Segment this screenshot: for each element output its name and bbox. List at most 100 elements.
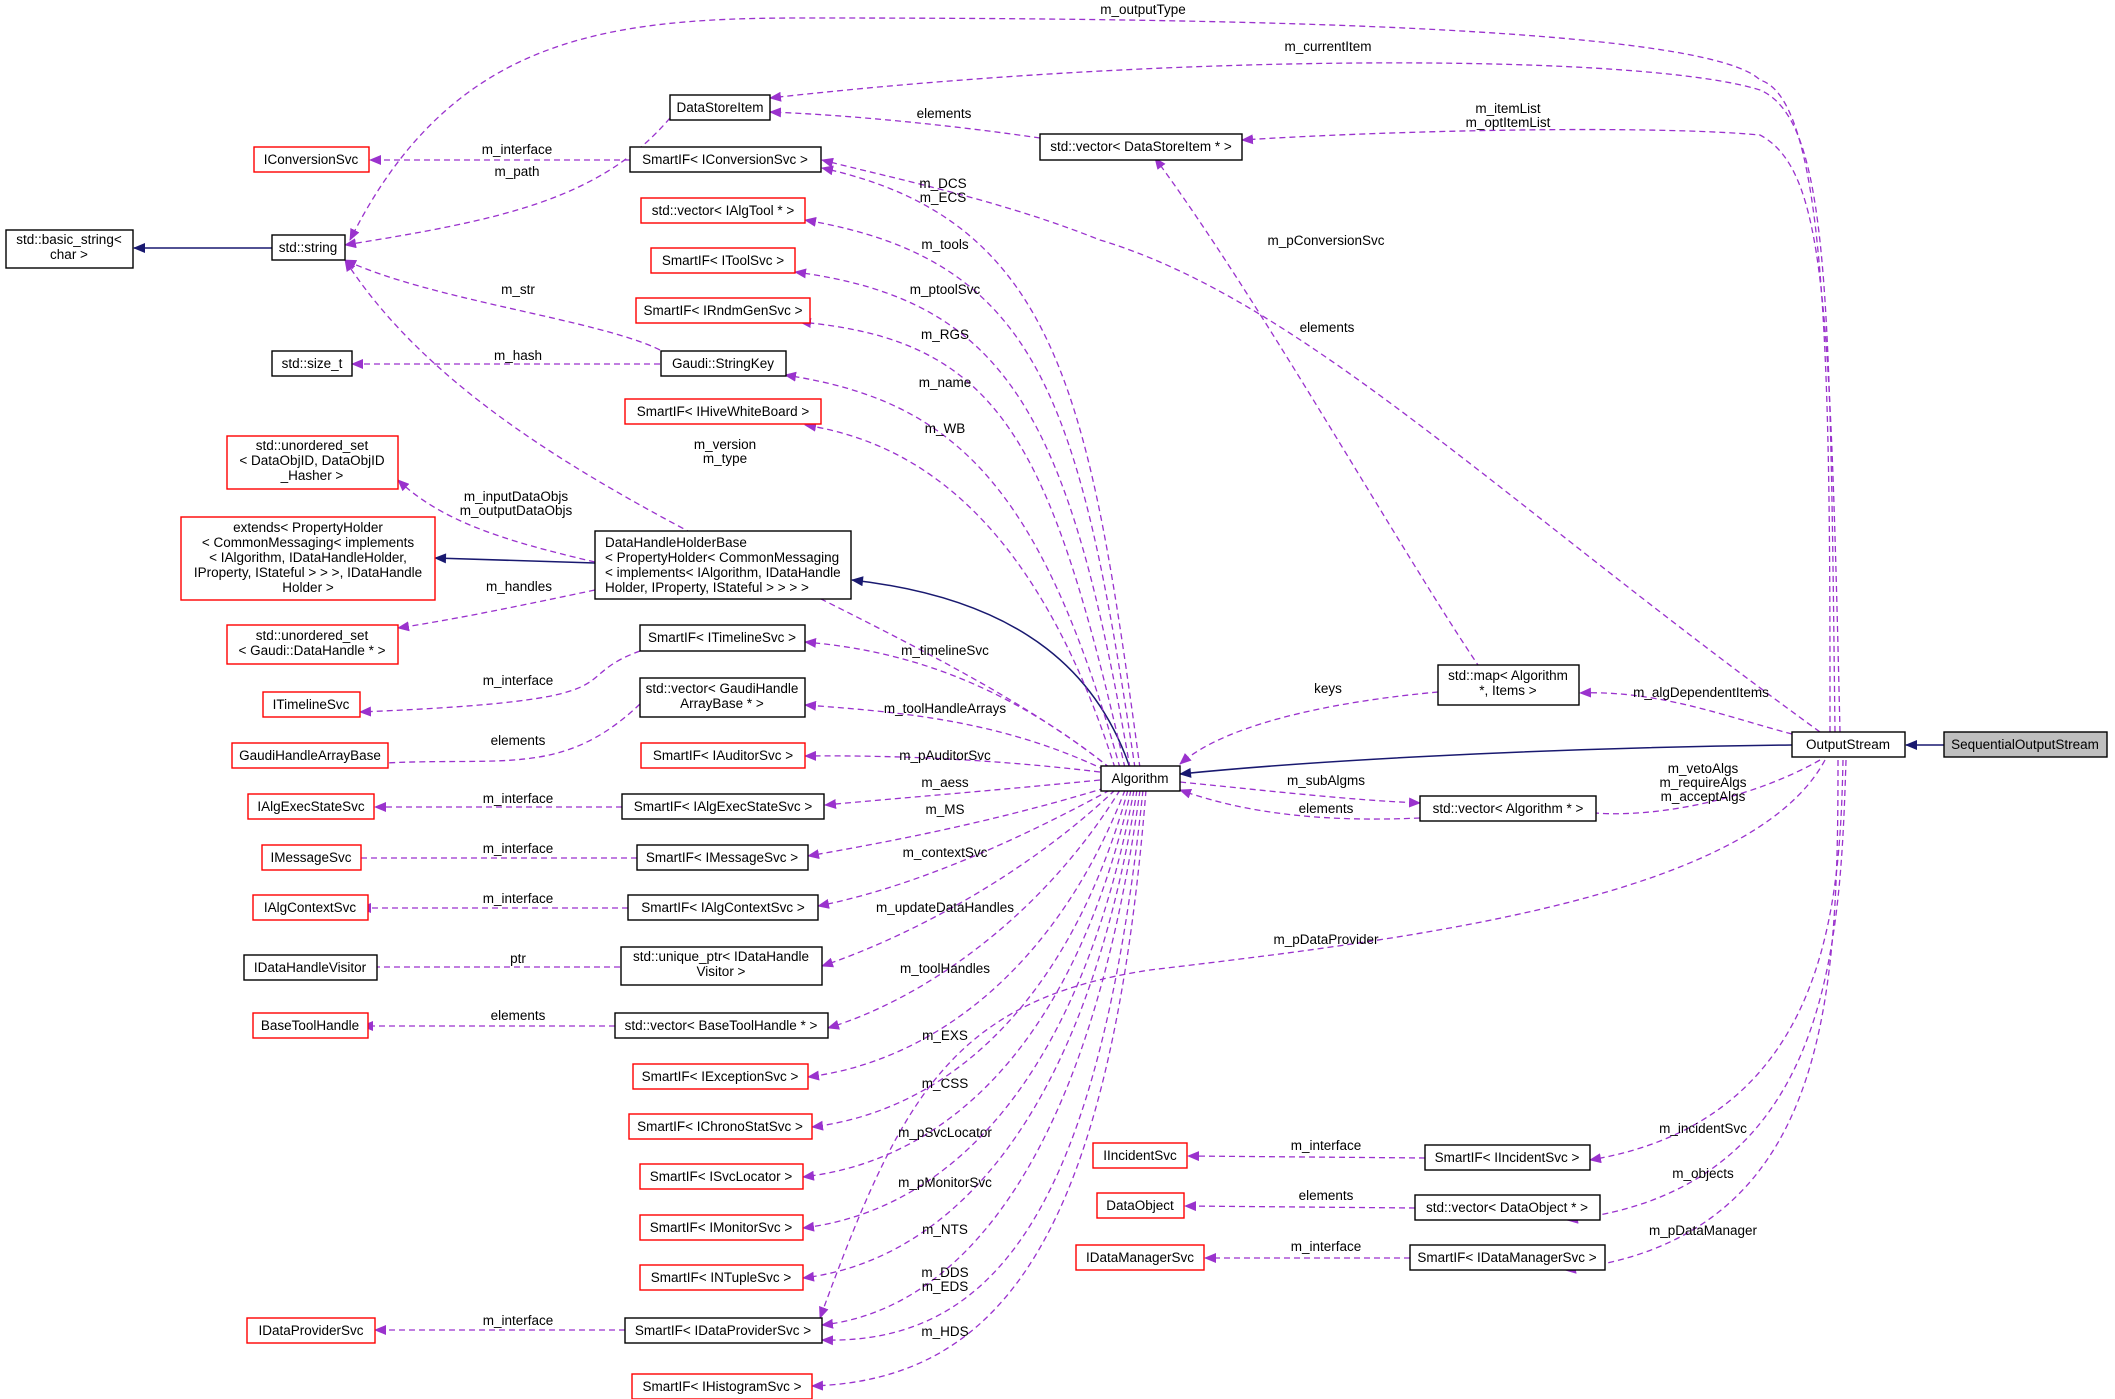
- node-vector-base-tool-handle[interactable]: std::vector< BaseToolHandle * >: [614, 1012, 829, 1039]
- node-smartif-idata-manager-svc[interactable]: SmartIF< IDataManagerSvc >: [1409, 1244, 1606, 1271]
- edge-label: m_outputType: [1100, 2, 1186, 17]
- edge-alg-simsg: [807, 787, 1106, 860]
- node-smartif-imessage-svc[interactable]: SmartIF< IMessageSvc >: [636, 844, 809, 871]
- edge-alg-sitimeline: [804, 637, 1111, 769]
- node-extends-property-holder[interactable]: extends< PropertyHolder< CommonMessaging…: [180, 516, 436, 601]
- edge-label: m_interface: [483, 791, 554, 806]
- node-line: std::unordered_set< Gaudi::DataHandle * …: [238, 628, 385, 658]
- svg-text:BaseToolHandle: BaseToolHandle: [261, 1018, 359, 1033]
- node-unordered-set-dataobjid[interactable]: std::unordered_set< DataObjID, DataObjID…: [226, 435, 399, 490]
- svg-text:SmartIF< IHistogramSvc >: SmartIF< IHistogramSvc >: [642, 1379, 801, 1394]
- node-smartif-iexception-svc[interactable]: SmartIF< IExceptionSvc >: [632, 1063, 809, 1090]
- edge-label: m_hash: [494, 348, 542, 363]
- edge-label: m_name: [919, 375, 972, 390]
- node-data-store-item[interactable]: DataStoreItem: [669, 94, 771, 121]
- edge-alg-sialgctx: [817, 789, 1111, 909]
- node-iincident-svc[interactable]: IIncidentSvc: [1092, 1142, 1188, 1169]
- edge-label: m_pConversionSvc: [1267, 233, 1384, 248]
- node-smartif-ihistogram-svc[interactable]: SmartIF< IHistogramSvc >: [631, 1373, 813, 1399]
- node-vector-data-store-item[interactable]: std::vector< DataStoreItem * >: [1039, 133, 1243, 161]
- svg-text:IDataHandleVisitor: IDataHandleVisitor: [254, 960, 367, 975]
- svg-text:DataStoreItem: DataStoreItem: [676, 100, 763, 115]
- edge-label: m_aess: [921, 775, 969, 790]
- edge-label: elements: [917, 106, 972, 121]
- edge-alg-siexc: [807, 789, 1126, 1081]
- svg-text:IConversionSvc: IConversionSvc: [264, 152, 359, 167]
- edge-label: m_objects: [1672, 1166, 1734, 1181]
- svg-text:IDataManagerSvc: IDataManagerSvc: [1086, 1250, 1194, 1265]
- node-itimeline-svc[interactable]: ITimelineSvc: [262, 691, 361, 718]
- svg-text:SmartIF< IAuditorSvc >: SmartIF< IAuditorSvc >: [653, 748, 793, 763]
- svg-text:std::vector< DataStoreItem * >: std::vector< DataStoreItem * >: [1050, 139, 1232, 154]
- node-smartif-irndm-gen-svc[interactable]: SmartIF< IRndmGenSvc >: [635, 297, 811, 324]
- node-output-stream[interactable]: OutputStream: [1791, 731, 1906, 758]
- node-idata-provider-svc[interactable]: IDataProviderSvc: [246, 1317, 376, 1344]
- edge-label: m_pDataManager: [1649, 1223, 1758, 1238]
- node-smartif-intuple-svc[interactable]: SmartIF< INTupleSvc >: [639, 1264, 804, 1291]
- edge-label: m_pDataProvider: [1273, 932, 1379, 947]
- edge-label: m_interface: [483, 841, 554, 856]
- edge-alg-sitool: [794, 268, 1131, 769]
- node-vector-algorithm[interactable]: std::vector< Algorithm * >: [1419, 795, 1597, 822]
- edge-label: m_RGS: [921, 327, 969, 342]
- node-algorithm[interactable]: Algorithm: [1100, 765, 1181, 792]
- node-ialg-exec-state-svc[interactable]: IAlgExecStateSvc: [247, 793, 375, 820]
- node-smartif-ichrono-stat-svc[interactable]: SmartIF< IChronoStatSvc >: [628, 1113, 813, 1140]
- edge-alg-sichrono: [811, 789, 1129, 1131]
- node-std-string[interactable]: std::string: [271, 234, 346, 261]
- node-sequential-output-stream[interactable]: SequentialOutputStream: [1943, 731, 2108, 758]
- edge-os-string-outputType: [349, 17, 1831, 733]
- node-smartif-iincident-svc[interactable]: SmartIF< IIncidentSvc >: [1424, 1144, 1591, 1171]
- node-smartif-itimeline-svc[interactable]: SmartIF< ITimelineSvc >: [639, 624, 806, 652]
- edge-mapalg-vecdsi: [1154, 157, 1481, 669]
- edge-alg-sirndm: [799, 318, 1126, 769]
- node-idata-manager-svc[interactable]: IDataManagerSvc: [1075, 1244, 1205, 1271]
- node-data-handle-holder-base[interactable]: DataHandleHolderBase< PropertyHolder< Co…: [594, 530, 852, 600]
- node-line: DataHandleHolderBase< PropertyHolder< Co…: [605, 535, 841, 595]
- node-unordered-set-datahandle[interactable]: std::unordered_set< Gaudi::DataHandle * …: [226, 624, 399, 665]
- node-smartif-imonitor-svc[interactable]: SmartIF< IMonitorSvc >: [639, 1214, 804, 1241]
- node-gaudi-handle-array-base[interactable]: GaudiHandleArrayBase: [231, 742, 389, 769]
- edge-label: m_pMonitorSvc: [898, 1175, 992, 1190]
- edge-label: m_toolHandles: [900, 961, 990, 976]
- node-std-size-t[interactable]: std::size_t: [271, 350, 353, 377]
- node-smartif-ialg-exec-state-svc[interactable]: SmartIF< IAlgExecStateSvc >: [621, 793, 825, 820]
- node-smartif-ihive-white-board[interactable]: SmartIF< IHiveWhiteBoard >: [624, 398, 822, 425]
- svg-text:DataObject: DataObject: [1106, 1198, 1174, 1213]
- edge-mapalg-alg: [1179, 691, 1439, 765]
- node-ialg-context-svc[interactable]: IAlgContextSvc: [252, 894, 369, 921]
- node-iconversion-svc[interactable]: IConversionSvc: [253, 146, 370, 173]
- node-base-tool-handle[interactable]: BaseToolHandle: [252, 1012, 369, 1039]
- node-map-algorithm-items[interactable]: std::map< Algorithm*, Items >: [1437, 664, 1580, 706]
- svg-text:SmartIF< IDataManagerSvc >: SmartIF< IDataManagerSvc >: [1417, 1250, 1596, 1265]
- svg-text:IIncidentSvc: IIncidentSvc: [1103, 1148, 1177, 1163]
- edge-alg-vecbth: [827, 789, 1121, 1030]
- node-data-object[interactable]: DataObject: [1096, 1192, 1185, 1219]
- edge-dsi-string-path: [344, 117, 671, 249]
- svg-text:std::vector< IAlgTool * >: std::vector< IAlgTool * >: [652, 203, 795, 218]
- node-smartif-idata-provider-svc[interactable]: SmartIF< IDataProviderSvc >: [624, 1317, 823, 1344]
- node-smartif-isvc-locator[interactable]: SmartIF< ISvcLocator >: [639, 1163, 804, 1190]
- node-smartif-ialg-context-svc[interactable]: SmartIF< IAlgContextSvc >: [627, 894, 819, 921]
- node-imessage-svc[interactable]: IMessageSvc: [261, 844, 362, 871]
- edge-label: m_str: [501, 282, 535, 297]
- node-smartif-iconversion-svc[interactable]: SmartIF< IConversionSvc >: [629, 146, 822, 173]
- node-smartif-iauditor-svc[interactable]: SmartIF< IAuditorSvc >: [640, 742, 806, 769]
- edge-sitimeline-itimeline: [359, 650, 641, 717]
- edge-dhhb-ext: [434, 553, 596, 564]
- edges: [133, 17, 1944, 1391]
- node-gaudi-string-key[interactable]: Gaudi::StringKey: [660, 350, 787, 377]
- node-vector-data-object[interactable]: std::vector< DataObject * >: [1414, 1194, 1601, 1221]
- node-smartif-itool-svc[interactable]: SmartIF< IToolSvc >: [650, 247, 796, 274]
- edge-label: m_ptoolSvc: [910, 282, 981, 297]
- node-basic-string[interactable]: std::basic_string<char >: [5, 229, 134, 269]
- node-vector-ialg-tool[interactable]: std::vector< IAlgTool * >: [640, 197, 806, 224]
- edge-label: m_EXS: [922, 1028, 968, 1043]
- svg-text:GaudiHandleArrayBase: GaudiHandleArrayBase: [239, 748, 381, 763]
- node-idata-handle-visitor[interactable]: IDataHandleVisitor: [243, 954, 378, 981]
